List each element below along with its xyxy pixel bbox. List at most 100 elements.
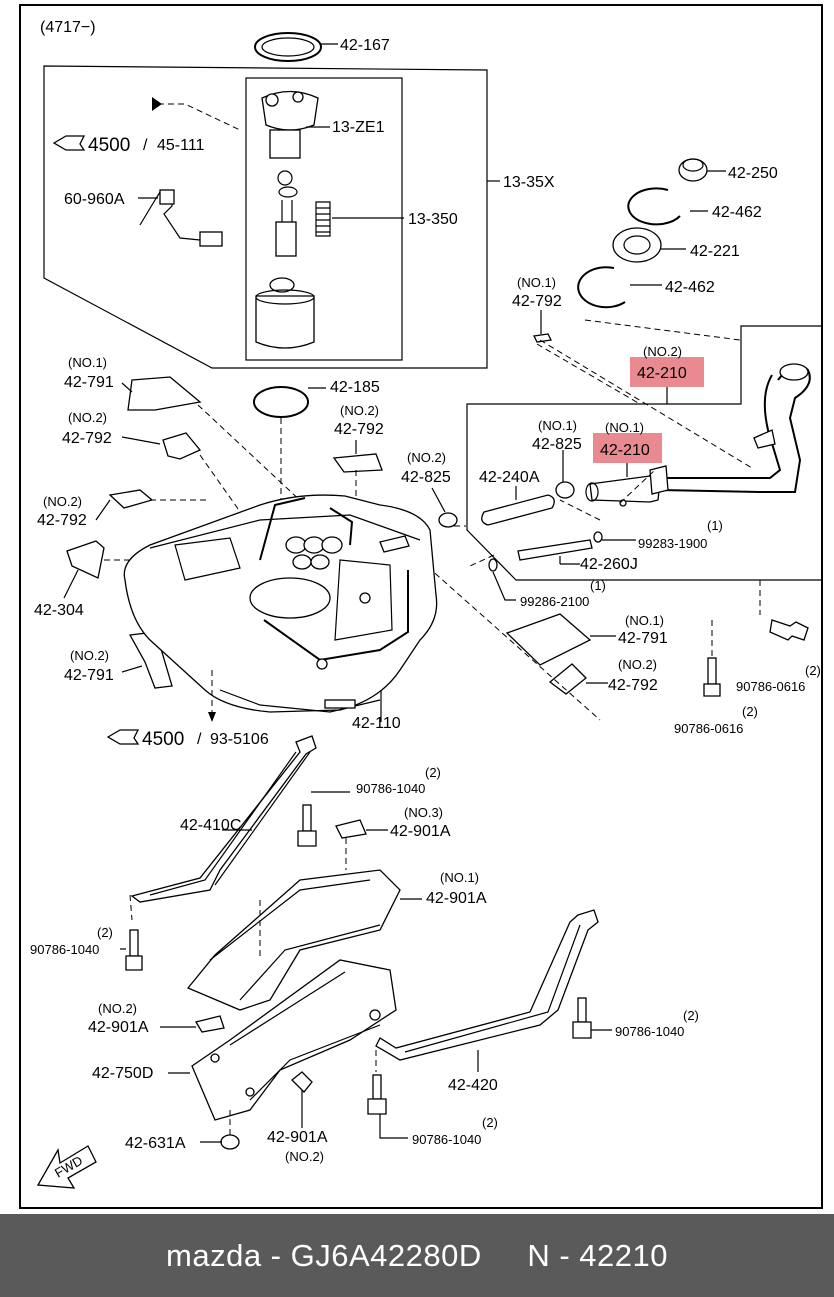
label-no1-a: (NO.1) (517, 275, 556, 290)
label-13-350: 13-350 (408, 211, 458, 228)
part-info-footer: mazda - GJ6A42280D N - 42210 (0, 1214, 834, 1297)
label-no2-f: (NO.2) (618, 657, 657, 672)
label-q2-a: (2) (805, 663, 821, 678)
pad-42-791-right (505, 613, 592, 666)
fuel-tank-exploded-diagram: (4717−) 4500 (19, 4, 823, 1209)
hose-42-240a (481, 494, 555, 526)
label-q1-a: (1) (707, 518, 723, 533)
label-13-ze1: 13-ZE1 (332, 119, 385, 136)
label-42-792-c: 42-792 (334, 421, 384, 438)
ring-42-167 (254, 32, 322, 62)
label-no1-f: (NO.1) (440, 870, 479, 885)
label-no1-d: (NO.1) (605, 420, 644, 435)
footer-separator: - (261, 1237, 291, 1273)
fuel-tank (123, 494, 438, 722)
svg-text:45-111: 45-111 (157, 137, 205, 154)
label-42-410c: 42-410C (180, 817, 241, 834)
label-42-240a: 42-240A (479, 469, 540, 486)
label-42-792-e: 42-792 (608, 677, 658, 694)
footer-brand: mazda (166, 1237, 262, 1273)
label-42-791-c: 42-791 (64, 667, 114, 684)
pad-42-792-no2 (162, 432, 202, 460)
label-42-250: 42-250 (728, 165, 778, 182)
svg-text:/: / (197, 731, 202, 748)
label-q1-b: (1) (590, 578, 606, 593)
pipe-42-260j (517, 539, 593, 561)
label-q2-e: (2) (683, 1008, 699, 1023)
label-42-791-b: 42-791 (618, 630, 668, 647)
label-no1-b: (NO.1) (68, 355, 107, 370)
label-no2-i: (NO.2) (285, 1149, 324, 1164)
ring-42-185 (253, 386, 309, 418)
label-q2-c: (2) (425, 765, 441, 780)
pad-42-792-left (108, 489, 154, 509)
label-90786-0616-a: 90786-0616 (736, 679, 805, 694)
svg-text:93-5106: 93-5106 (210, 731, 269, 748)
label-42-420: 42-420 (448, 1077, 498, 1094)
label-99286-2100: 99286-2100 (520, 594, 589, 609)
pads (63, 376, 616, 721)
seal-42-221 (612, 227, 662, 263)
label-42-750d: 42-750D (92, 1065, 153, 1082)
diagram-border (19, 4, 823, 1209)
label-42-260j: 42-260J (580, 556, 638, 573)
label-no2-c: (NO.2) (340, 403, 379, 418)
label-42-901a-c: 42-901A (88, 1019, 149, 1036)
label-42-631a: 42-631A (125, 1135, 186, 1152)
label-42-901a-d: 42-901A (267, 1129, 328, 1146)
label-no2-e: (NO.2) (43, 494, 82, 509)
label-42-210-sub: 42-210 (600, 442, 650, 459)
label-no2-a: (NO.2) (643, 344, 682, 359)
under-cover-42-901a (186, 869, 422, 1011)
label-42-304: 42-304 (34, 602, 84, 619)
label-42-185: 42-185 (330, 379, 380, 396)
label-no2-g: (NO.2) (70, 648, 109, 663)
label-42-110: 42-110 (352, 715, 401, 732)
pad-42-901a-no2 (194, 1015, 225, 1033)
reference-4500-45-111[interactable]: 4500 / 45-111 (52, 135, 205, 156)
label-no1-e: (NO.1) (625, 613, 664, 628)
label-42-825-b: 42-825 (532, 436, 582, 453)
label-42-167: 42-167 (340, 37, 390, 54)
part-labels: 42-167 13-ZE1 13-35X 13-350 60-960A 42-2… (30, 37, 821, 1164)
pad-42-792-top (332, 453, 383, 473)
label-90786-0616-b: 90786-0616 (674, 721, 743, 736)
diagram-code: (4717−) (40, 19, 96, 36)
label-no2-b: (NO.2) (68, 410, 107, 425)
label-no2-d: (NO.2) (407, 450, 446, 465)
bolts-0616 (703, 580, 809, 697)
svg-text:4500: 4500 (142, 729, 184, 750)
strap-42-410c (120, 735, 350, 971)
pad-42-901a-no3 (335, 819, 367, 839)
label-90786-1040-b: 90786-1040 (30, 942, 99, 957)
fuel-pump-group (43, 32, 500, 369)
pad-42-792-right (548, 663, 587, 695)
label-42-221: 42-221 (690, 243, 740, 260)
pump-reservoir (255, 295, 315, 349)
label-42-791-a: 42-791 (64, 374, 114, 391)
fwd-arrow-icon: FWD (36, 1145, 97, 1189)
filler-components (533, 158, 741, 405)
label-60-960a: 60-960A (64, 191, 125, 208)
heat-insulator-42-750d (160, 959, 397, 1150)
footer-ref: N - 42210 (527, 1237, 668, 1273)
pad-42-791-no1 (127, 376, 202, 411)
label-42-792-b: 42-792 (62, 430, 112, 447)
label-99283-1900: 99283-1900 (638, 536, 707, 551)
label-q2-b: (2) (742, 704, 758, 719)
svg-text:/: / (143, 137, 148, 154)
reference-4500-93-5106[interactable]: 4500 / 93-5106 (106, 729, 269, 750)
highlight-42-210-main (630, 357, 704, 387)
label-42-901a-b: 42-901A (426, 890, 487, 907)
label-90786-1040-a: 90786-1040 (356, 781, 425, 796)
hose-42-210 (589, 475, 661, 503)
label-42-825-a: 42-825 (401, 469, 451, 486)
footer-gap (482, 1238, 528, 1274)
label-13-35x: 13-35X (503, 174, 555, 191)
label-no1-c: (NO.1) (538, 418, 577, 433)
label-42-462-a: 42-462 (712, 204, 762, 221)
label-90786-1040-c: 90786-1040 (615, 1024, 684, 1039)
label-no3: (NO.3) (404, 805, 443, 820)
label-no2-h: (NO.2) (98, 1001, 137, 1016)
filler-cap (678, 158, 708, 182)
